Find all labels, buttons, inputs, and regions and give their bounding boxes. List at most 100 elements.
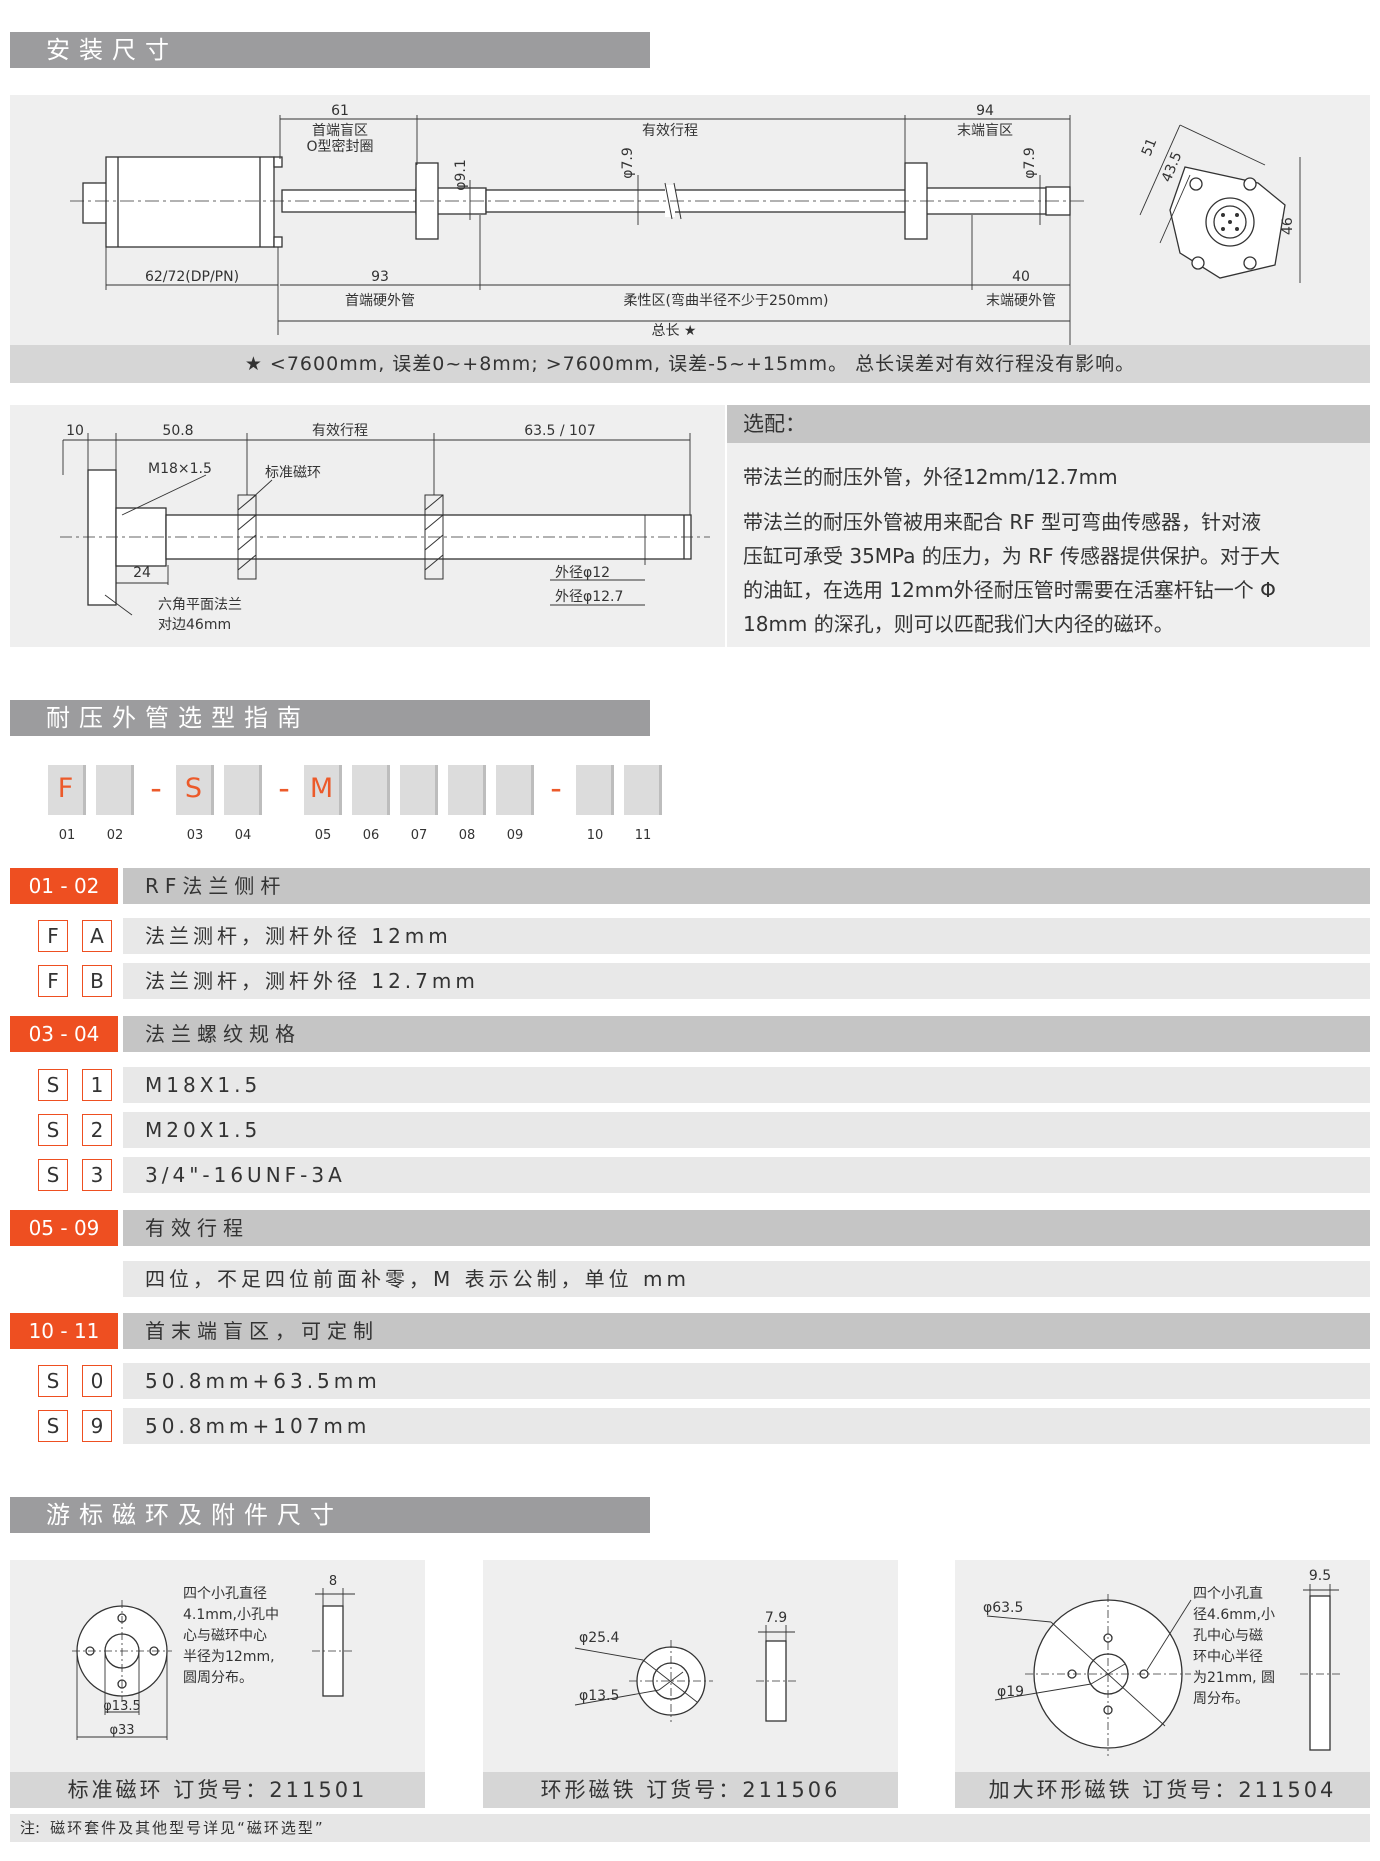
desc-line: 径4.6mm,小 (1193, 1607, 1275, 1623)
label-stroke-2: 有效行程 (312, 423, 368, 439)
code-box-05: M (304, 765, 342, 815)
install-drawing-panel: 61 首端盲区 O型密封圈 有效行程 94 末端盲区 φ9.1 φ7.9 φ7.… (10, 95, 1370, 345)
group-label-03-04: 法兰螺纹规格 (123, 1016, 1370, 1052)
label-hex-2: 对边46mm (158, 617, 231, 633)
dim-phi25-4: φ25.4 (579, 1630, 620, 1646)
code-number: 10 (586, 828, 604, 843)
label-head-dead: 首端盲区 (312, 122, 368, 139)
group-tag-03-04: 03 - 04 (10, 1016, 118, 1052)
dim-61: 61 (331, 103, 349, 119)
dim-93: 93 (371, 269, 389, 285)
code-box-07 (400, 765, 438, 815)
section-title-install: 安装尺寸 (10, 32, 650, 68)
dim-7-9: 7.9 (765, 1610, 787, 1626)
group-label-05-09: 有效行程 (123, 1210, 1370, 1246)
code-box-10 (576, 765, 614, 815)
tolerance-note: ★ <7600mm, 误差0~+8mm; >7600mm, 误差-5~+15mm… (10, 345, 1370, 383)
option-code-b: A (82, 920, 112, 952)
code-number: 02 (106, 828, 124, 843)
desc-line: 四个小孔直径 (183, 1586, 267, 1602)
code-box-01: F (48, 765, 86, 815)
code-box-11 (624, 765, 662, 815)
dim-phi79-a: φ7.9 (620, 147, 636, 179)
ring-magnet-drawing: φ25.4 φ13.5 7.9 (574, 1610, 796, 1722)
dim-phi13-5: φ13.5 (103, 1699, 141, 1714)
option-paragraph: 带法兰的耐压外管被用来配合 RF 型可弯曲传感器，针对液 压缸可承受 35MPa… (743, 505, 1363, 641)
dim-10: 10 (66, 423, 84, 439)
group-tag-05-09: 05 - 09 (10, 1210, 118, 1246)
option-para-line: 带法兰的耐压外管被用来配合 RF 型可弯曲传感器，针对液 (743, 510, 1262, 534)
desc-line: 心与磁环中心 (183, 1628, 267, 1644)
option-text: 四位，不足四位前面补零，M 表示公制，单位 mm (123, 1261, 1370, 1297)
option-code-a: S (38, 1410, 68, 1442)
dim-46: 46 (1280, 217, 1296, 235)
option-para-line: 压缸可承受 35MPa 的压力，为 RF 传感器提供保护。对于大 (743, 544, 1280, 568)
flange-drawing-panel: 10 50.8 有效行程 63.5 / 107 M18×1.5 标准磁环 24 … (10, 405, 725, 647)
dim-62-72: 62/72(DP/PN) (145, 269, 239, 285)
desc-line: 孔中心与磁 (1193, 1628, 1263, 1644)
option-text: 3/4"-16UNF-3A (123, 1157, 1370, 1193)
option-text: M18X1.5 (123, 1067, 1370, 1103)
code-dash: - (550, 769, 562, 807)
large-magnet-drawing: φ63.5 φ19 9.5 (983, 1568, 1341, 1756)
magnet-panel-large: φ63.5 φ19 9.5 四个小孔直 径4.6mm,小 孔中心与磁 环中心半径… (955, 1560, 1370, 1772)
code-box-09 (496, 765, 534, 815)
label-flex: 柔性区(弯曲半径不少于250mm) (624, 292, 829, 309)
footnote-bar: 注:磁环套件及其他型号详见“磁环选型” (10, 1814, 1370, 1842)
code-number: 03 (186, 828, 204, 843)
label-tail-dead: 末端盲区 (957, 122, 1013, 139)
option-para-line: 的油缸，在选用 12mm外径耐压管时需要在活塞杆钻一个 Φ (743, 578, 1276, 602)
code-box-06 (352, 765, 390, 815)
option-code-b: 2 (82, 1114, 112, 1146)
desc-line: 圆周分布。 (183, 1670, 253, 1686)
label-stroke: 有效行程 (642, 123, 698, 139)
option-code-b: 0 (82, 1365, 112, 1397)
code-number: 01 (58, 828, 76, 843)
standard-magnet-drawing: φ13.5 φ33 8 (72, 1574, 355, 1740)
flange-drawing: 10 50.8 有效行程 63.5 / 107 M18×1.5 标准磁环 24 … (60, 423, 710, 633)
option-code-b: B (82, 965, 112, 997)
dim-50-8: 50.8 (162, 423, 193, 439)
option-text: M20X1.5 (123, 1112, 1370, 1148)
footnote-label: 注: (20, 1819, 41, 1837)
option-text: 50.8mm+63.5mm (123, 1363, 1370, 1399)
caption-standard-magnet: 标准磁环 订货号：211501 (10, 1772, 425, 1808)
label-total: 总长 ★ (651, 323, 696, 339)
code-box-08 (448, 765, 486, 815)
option-text: 法兰测杆，测杆外径 12.7mm (123, 963, 1370, 999)
label-od127: 外径φ12.7 (555, 589, 623, 605)
desc-line: 四个小孔直 (1193, 1586, 1263, 1602)
option-code-b: 3 (82, 1159, 112, 1191)
code-number: 06 (362, 828, 380, 843)
caption-ring-magnet: 环形磁铁 订货号：211506 (483, 1772, 898, 1808)
code-number: 07 (410, 828, 428, 843)
dim-24: 24 (133, 565, 151, 581)
group-label-01-02: RF法兰侧杆 (123, 868, 1370, 904)
desc-line: 4.1mm,小孔中 (183, 1607, 279, 1623)
dim-phi13-5-ring: φ13.5 (579, 1688, 619, 1704)
dim-9-5: 9.5 (1309, 1568, 1331, 1584)
dim-phi79-b: φ7.9 (1022, 147, 1038, 179)
dim-40: 40 (1012, 269, 1030, 285)
code-number: 05 (314, 828, 332, 843)
code-box-02 (96, 765, 134, 815)
label-thread: M18×1.5 (148, 461, 212, 477)
label-head-tube: 首端硬外管 (345, 293, 415, 309)
label-hex-1: 六角平面法兰 (158, 597, 242, 613)
label-oring: O型密封圈 (306, 138, 373, 155)
dim-51: 51 (1139, 136, 1161, 159)
group-tag-01-02: 01 - 02 (10, 868, 118, 904)
label-od12: 外径φ12 (555, 565, 610, 581)
code-box-03: S (176, 765, 214, 815)
section-title-magnets: 游标磁环及附件尺寸 (10, 1497, 650, 1533)
dim-94: 94 (976, 103, 994, 119)
code-dash: - (150, 769, 162, 807)
code-dash: - (278, 769, 290, 807)
label-magnet: 标准磁环 (265, 465, 321, 481)
install-drawing: 61 首端盲区 O型密封圈 有效行程 94 末端盲区 φ9.1 φ7.9 φ7.… (70, 103, 1301, 345)
option-code-a: S (38, 1069, 68, 1101)
dim-8: 8 (329, 1574, 337, 1589)
code-number: 08 (458, 828, 476, 843)
desc-line: 半径为12mm, (183, 1649, 275, 1665)
label-tail-tube: 末端硬外管 (986, 293, 1056, 309)
